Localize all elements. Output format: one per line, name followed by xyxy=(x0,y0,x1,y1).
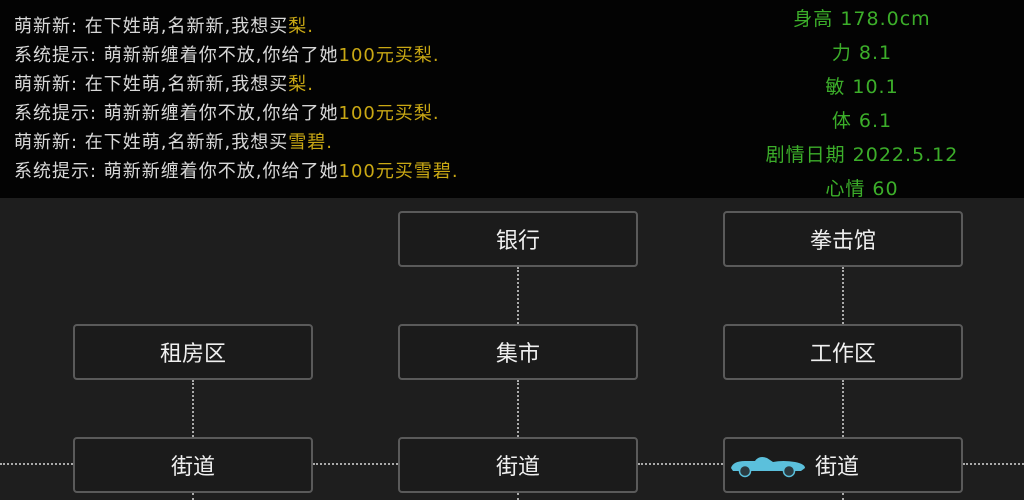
stat-line: 身高 178.0cm xyxy=(793,8,931,30)
road-line xyxy=(842,493,844,500)
log-text: 萌新新: 在下姓萌,名新新,我想买 xyxy=(14,132,289,153)
road-line xyxy=(638,463,723,465)
road-line xyxy=(842,267,844,324)
car-icon xyxy=(731,457,805,478)
log-highlight: 梨 xyxy=(288,74,308,95)
stat-line: 体 6.1 xyxy=(831,110,893,132)
location-boxing-gym[interactable]: 拳击馆 xyxy=(723,211,963,267)
location-street-2[interactable]: 街道 xyxy=(398,437,638,493)
road-line xyxy=(192,493,194,500)
log-line: 系统提示: 萌新新缠着你不放,你给了她100元买雪碧. xyxy=(14,157,459,183)
road-line xyxy=(842,380,844,437)
log-end: . xyxy=(451,161,459,182)
location-label: 租房区 xyxy=(159,342,226,367)
location-label: 街道 xyxy=(170,455,215,480)
log-text: 萌新新: 在下姓萌,名新新,我想买 xyxy=(14,74,289,95)
stat-line: 力 8.1 xyxy=(831,42,893,64)
location-rental-area[interactable]: 租房区 xyxy=(73,324,313,380)
log-text: 系统提示: 萌新新缠着你不放,你给了她 xyxy=(14,45,339,66)
location-work-area[interactable]: 工作区 xyxy=(723,324,963,380)
log-line: 萌新新: 在下姓萌,名新新,我想买梨. xyxy=(14,12,314,38)
log-end: . xyxy=(326,132,333,153)
log-highlight: 100元买雪碧 xyxy=(338,161,452,182)
log-highlight: 梨 xyxy=(288,16,308,37)
log-line: 萌新新: 在下姓萌,名新新,我想买雪碧. xyxy=(14,128,333,154)
road-line xyxy=(192,380,194,437)
location-street-3[interactable]: 街道 xyxy=(723,437,963,493)
location-street-1[interactable]: 街道 xyxy=(73,437,313,493)
log-text: 萌新新: 在下姓萌,名新新,我想买 xyxy=(14,16,289,37)
road-line xyxy=(313,463,398,465)
location-label: 银行 xyxy=(495,229,540,254)
stat-line: 敏 10.1 xyxy=(825,76,899,98)
log-highlight: 100元买梨 xyxy=(338,45,433,66)
road-line xyxy=(963,463,1024,465)
road-line xyxy=(517,267,519,324)
status-panel xyxy=(0,0,1024,198)
location-label: 街道 xyxy=(815,455,860,480)
location-bank[interactable]: 银行 xyxy=(398,211,638,267)
log-end: . xyxy=(307,16,314,37)
log-highlight: 100元买梨 xyxy=(338,103,433,124)
log-end: . xyxy=(307,74,314,95)
stat-line: 心情 60 xyxy=(825,178,899,200)
location-label: 街道 xyxy=(495,455,540,480)
stat-line: 剧情日期 2022.5.12 xyxy=(765,144,959,166)
road-line xyxy=(517,380,519,437)
location-label: 工作区 xyxy=(809,342,876,367)
log-text: 系统提示: 萌新新缠着你不放,你给了她 xyxy=(14,103,339,124)
log-text: 系统提示: 萌新新缠着你不放,你给了她 xyxy=(14,161,339,182)
road-line xyxy=(517,493,519,500)
log-end: . xyxy=(432,45,440,66)
log-line: 系统提示: 萌新新缠着你不放,你给了她100元买梨. xyxy=(14,99,440,125)
log-end: . xyxy=(432,103,440,124)
log-line: 系统提示: 萌新新缠着你不放,你给了她100元买梨. xyxy=(14,41,440,67)
log-highlight: 雪碧 xyxy=(288,132,327,153)
location-label: 拳击馆 xyxy=(809,229,876,254)
road-line xyxy=(0,463,73,465)
location-market[interactable]: 集市 xyxy=(398,324,638,380)
log-line: 萌新新: 在下姓萌,名新新,我想买梨. xyxy=(14,70,314,96)
location-label: 集市 xyxy=(495,342,540,367)
